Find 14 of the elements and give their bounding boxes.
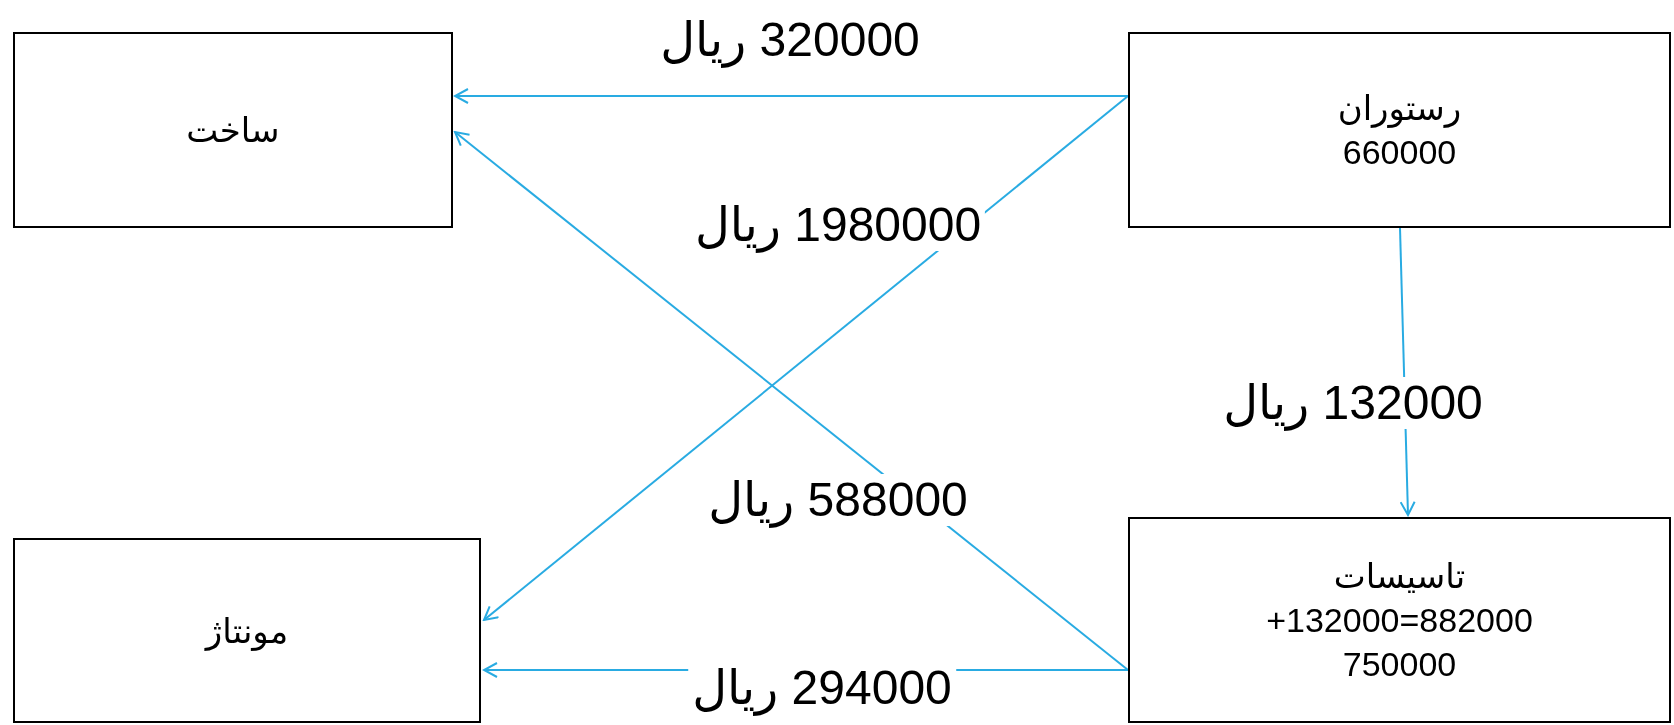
arrow [483,95,1129,621]
box-title: رستوران [1337,88,1462,130]
box-value: 660000 [1342,132,1457,173]
process-box [13,32,453,228]
process-box [1128,32,1671,228]
box-title: تاسیسات [1333,556,1466,597]
box-title: مونتاژ [205,610,289,653]
box-value: 750000 [1342,644,1457,685]
arrow [454,131,1129,671]
process-box [13,538,481,723]
box-value: +132000=882000 [1266,600,1533,641]
process-box [1128,517,1671,723]
arrow [454,88,1129,104]
box-title: ساخت [186,110,280,151]
